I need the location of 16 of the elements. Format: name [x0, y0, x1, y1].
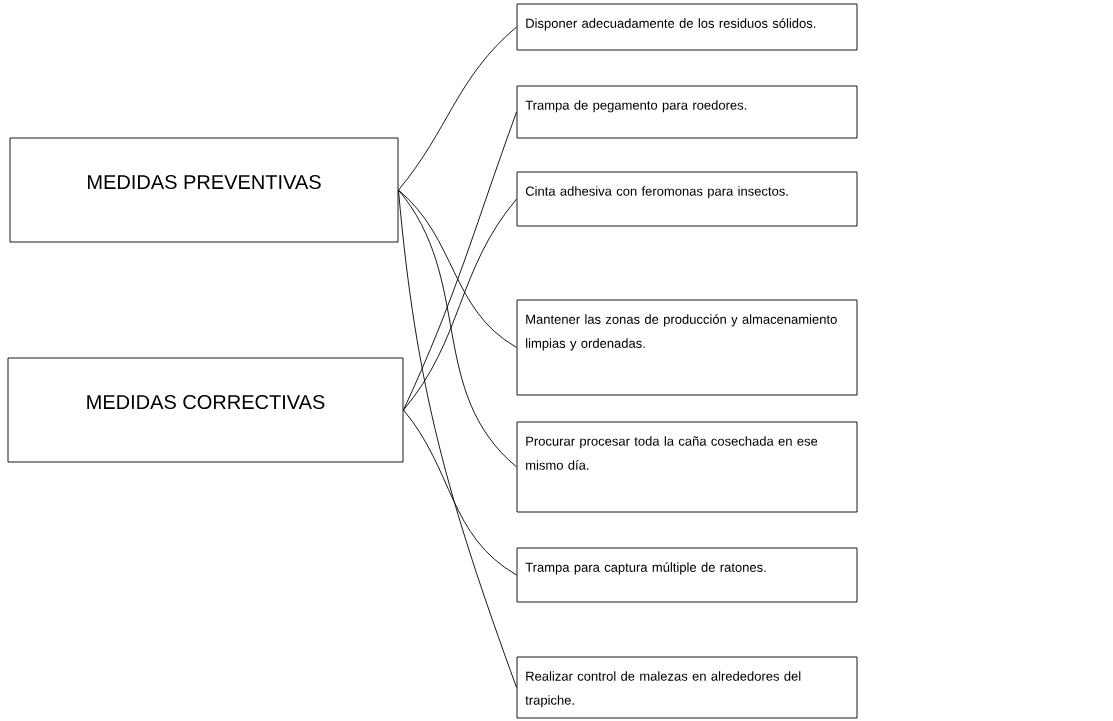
connector-line: [398, 189, 517, 468]
connector-line: [403, 198, 517, 411]
connector-line: [398, 26, 517, 191]
statement-box: Mantener las zonas de producción y almacenamiento limpias y ordenadas.: [516, 299, 858, 396]
connector-line: [403, 409, 517, 576]
connector-line: [398, 189, 517, 348]
statement-box: Cinta adhesiva con feromonas para insectos.: [516, 171, 858, 227]
connector-line: [403, 111, 517, 411]
connector-line: [398, 189, 517, 688]
category-box: MEDIDAS CORRECTIVAS: [7, 357, 404, 463]
statement-box: Trampa de pegamento para roedores.: [516, 85, 858, 139]
category-box: MEDIDAS PREVENTIVAS: [9, 137, 399, 243]
statement-box: Realizar control de malezas en alrededores del trapiche.: [516, 656, 858, 719]
statement-box: Procurar procesar toda la caña cosechada en ese mismo día.: [516, 421, 858, 513]
statement-box: Disponer adecuadamente de los residuos sólidos.: [516, 3, 858, 51]
statement-box: Trampa para captura múltiple de ratones.: [516, 547, 858, 603]
